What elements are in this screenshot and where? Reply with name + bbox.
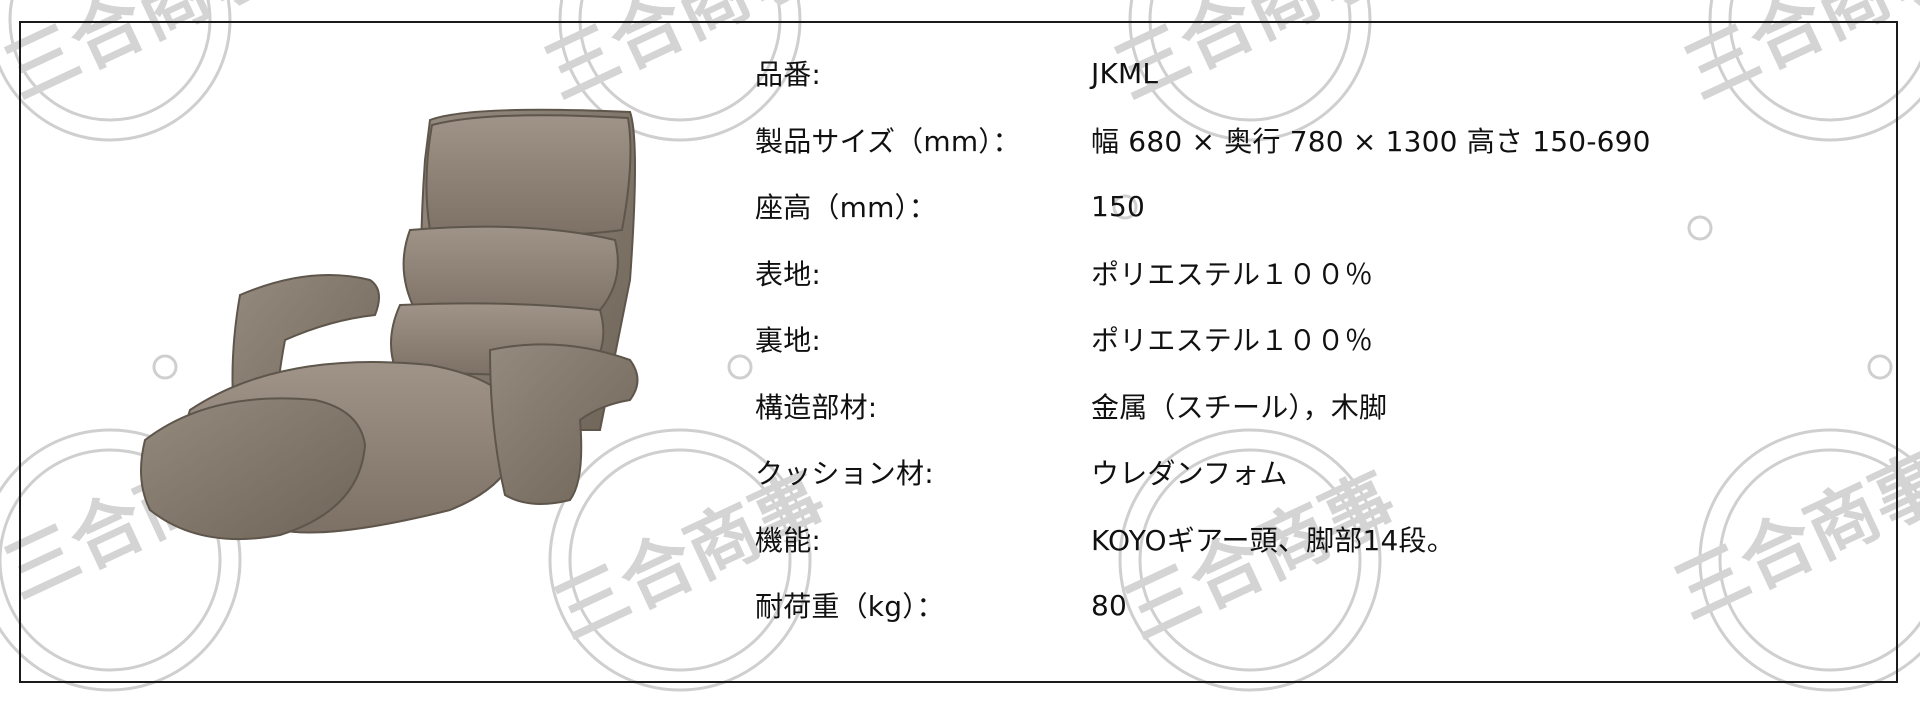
- spec-value: ウレダンフォム: [1091, 457, 1288, 491]
- spec-label: 座高（mm）：: [755, 191, 937, 225]
- spec-label: 表地:: [755, 257, 822, 291]
- content-frame: [19, 21, 1898, 683]
- spec-label: 構造部材:: [755, 390, 878, 424]
- spec-value: ポリエステル１００％: [1091, 257, 1374, 291]
- spec-row-load-capacity: 耐荷重（kg）： 80: [755, 572, 1855, 639]
- chair-front-cushion: [140, 397, 367, 541]
- spec-row-lining: 裏地: ポリエステル１００％: [755, 306, 1855, 373]
- spec-table: 品番: JKML 製品サイズ（mm）： 幅 680 × 奥行 780 × 130…: [755, 40, 1855, 639]
- spec-row-function: 機能: KOYOギアー頭、脚部14段。: [755, 506, 1855, 573]
- spec-value: 150: [1091, 189, 1146, 223]
- spec-value: 幅 680 × 奥行 780 × 1300 高さ 150-690: [1091, 124, 1651, 158]
- spec-row-product-size: 製品サイズ（mm）： 幅 680 × 奥行 780 × 1300 高さ 150-…: [755, 107, 1855, 174]
- spec-value: 金属（スチール），木脚: [1091, 390, 1388, 424]
- spec-label: 品番:: [755, 58, 822, 92]
- spec-label: 機能:: [755, 523, 822, 557]
- spec-row-seat-height: 座高（mm）： 150: [755, 173, 1855, 240]
- chair-headrest: [425, 114, 632, 236]
- spec-label: クッション材:: [755, 457, 934, 491]
- spec-value: ポリエステル１００％: [1091, 324, 1374, 358]
- spec-label: 耐荷重（kg）：: [755, 590, 945, 624]
- spec-row-part-number: 品番: JKML: [755, 40, 1855, 107]
- spec-row-cushion-material: クッション材: ウレダンフォム: [755, 439, 1855, 506]
- spec-value: 80: [1091, 588, 1128, 622]
- spec-value: JKML: [1091, 56, 1159, 90]
- chair-right-armrest: [488, 343, 639, 505]
- spec-label: 裏地:: [755, 324, 822, 358]
- spec-label: 製品サイズ（mm）：: [755, 124, 1021, 158]
- spec-row-structure: 構造部材: 金属（スチール），木脚: [755, 373, 1855, 440]
- spec-value: KOYOギアー頭、脚部14段。: [1091, 523, 1455, 557]
- floor-chair-image: [140, 108, 639, 541]
- spec-row-outer-fabric: 表地: ポリエステル１００％: [755, 240, 1855, 307]
